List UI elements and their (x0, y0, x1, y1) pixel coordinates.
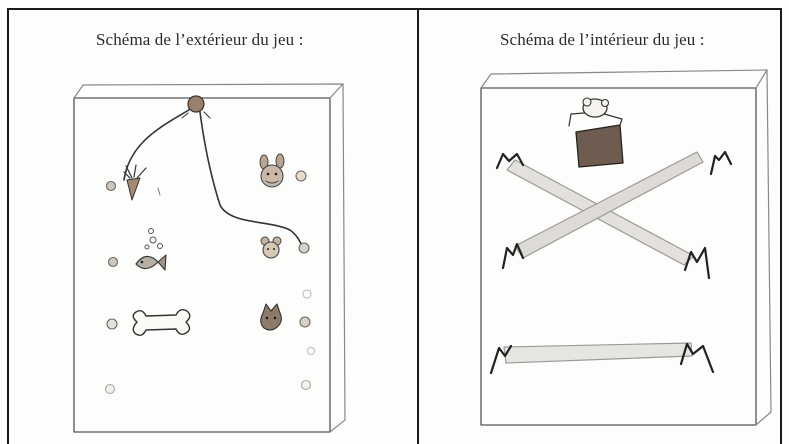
carrot-icon (123, 164, 161, 201)
frame-middle-divider (417, 8, 419, 444)
bracket-icon (489, 150, 733, 375)
exterior-drawing (73, 83, 346, 433)
interior-caption: Schéma de l’intérieur du jeu : (500, 30, 705, 49)
frame-right-border (780, 8, 782, 444)
cat-icon (260, 303, 282, 331)
interior-drawing (480, 69, 772, 426)
bone-icon (132, 308, 191, 337)
exterior-caption: Schéma de l’extérieur du jeu : (96, 30, 304, 49)
frame-top-border (7, 8, 782, 10)
mouse-icon (260, 236, 282, 259)
hole-icon (104, 170, 316, 395)
mouse-on-box-icon (568, 97, 624, 168)
box-outline (73, 83, 346, 433)
rabbit-icon (259, 153, 285, 188)
box-outline (480, 69, 772, 426)
bead-icon (181, 95, 211, 119)
fish-icon (135, 228, 167, 271)
ramp-icon (503, 151, 704, 364)
frame-left-border (7, 8, 9, 444)
